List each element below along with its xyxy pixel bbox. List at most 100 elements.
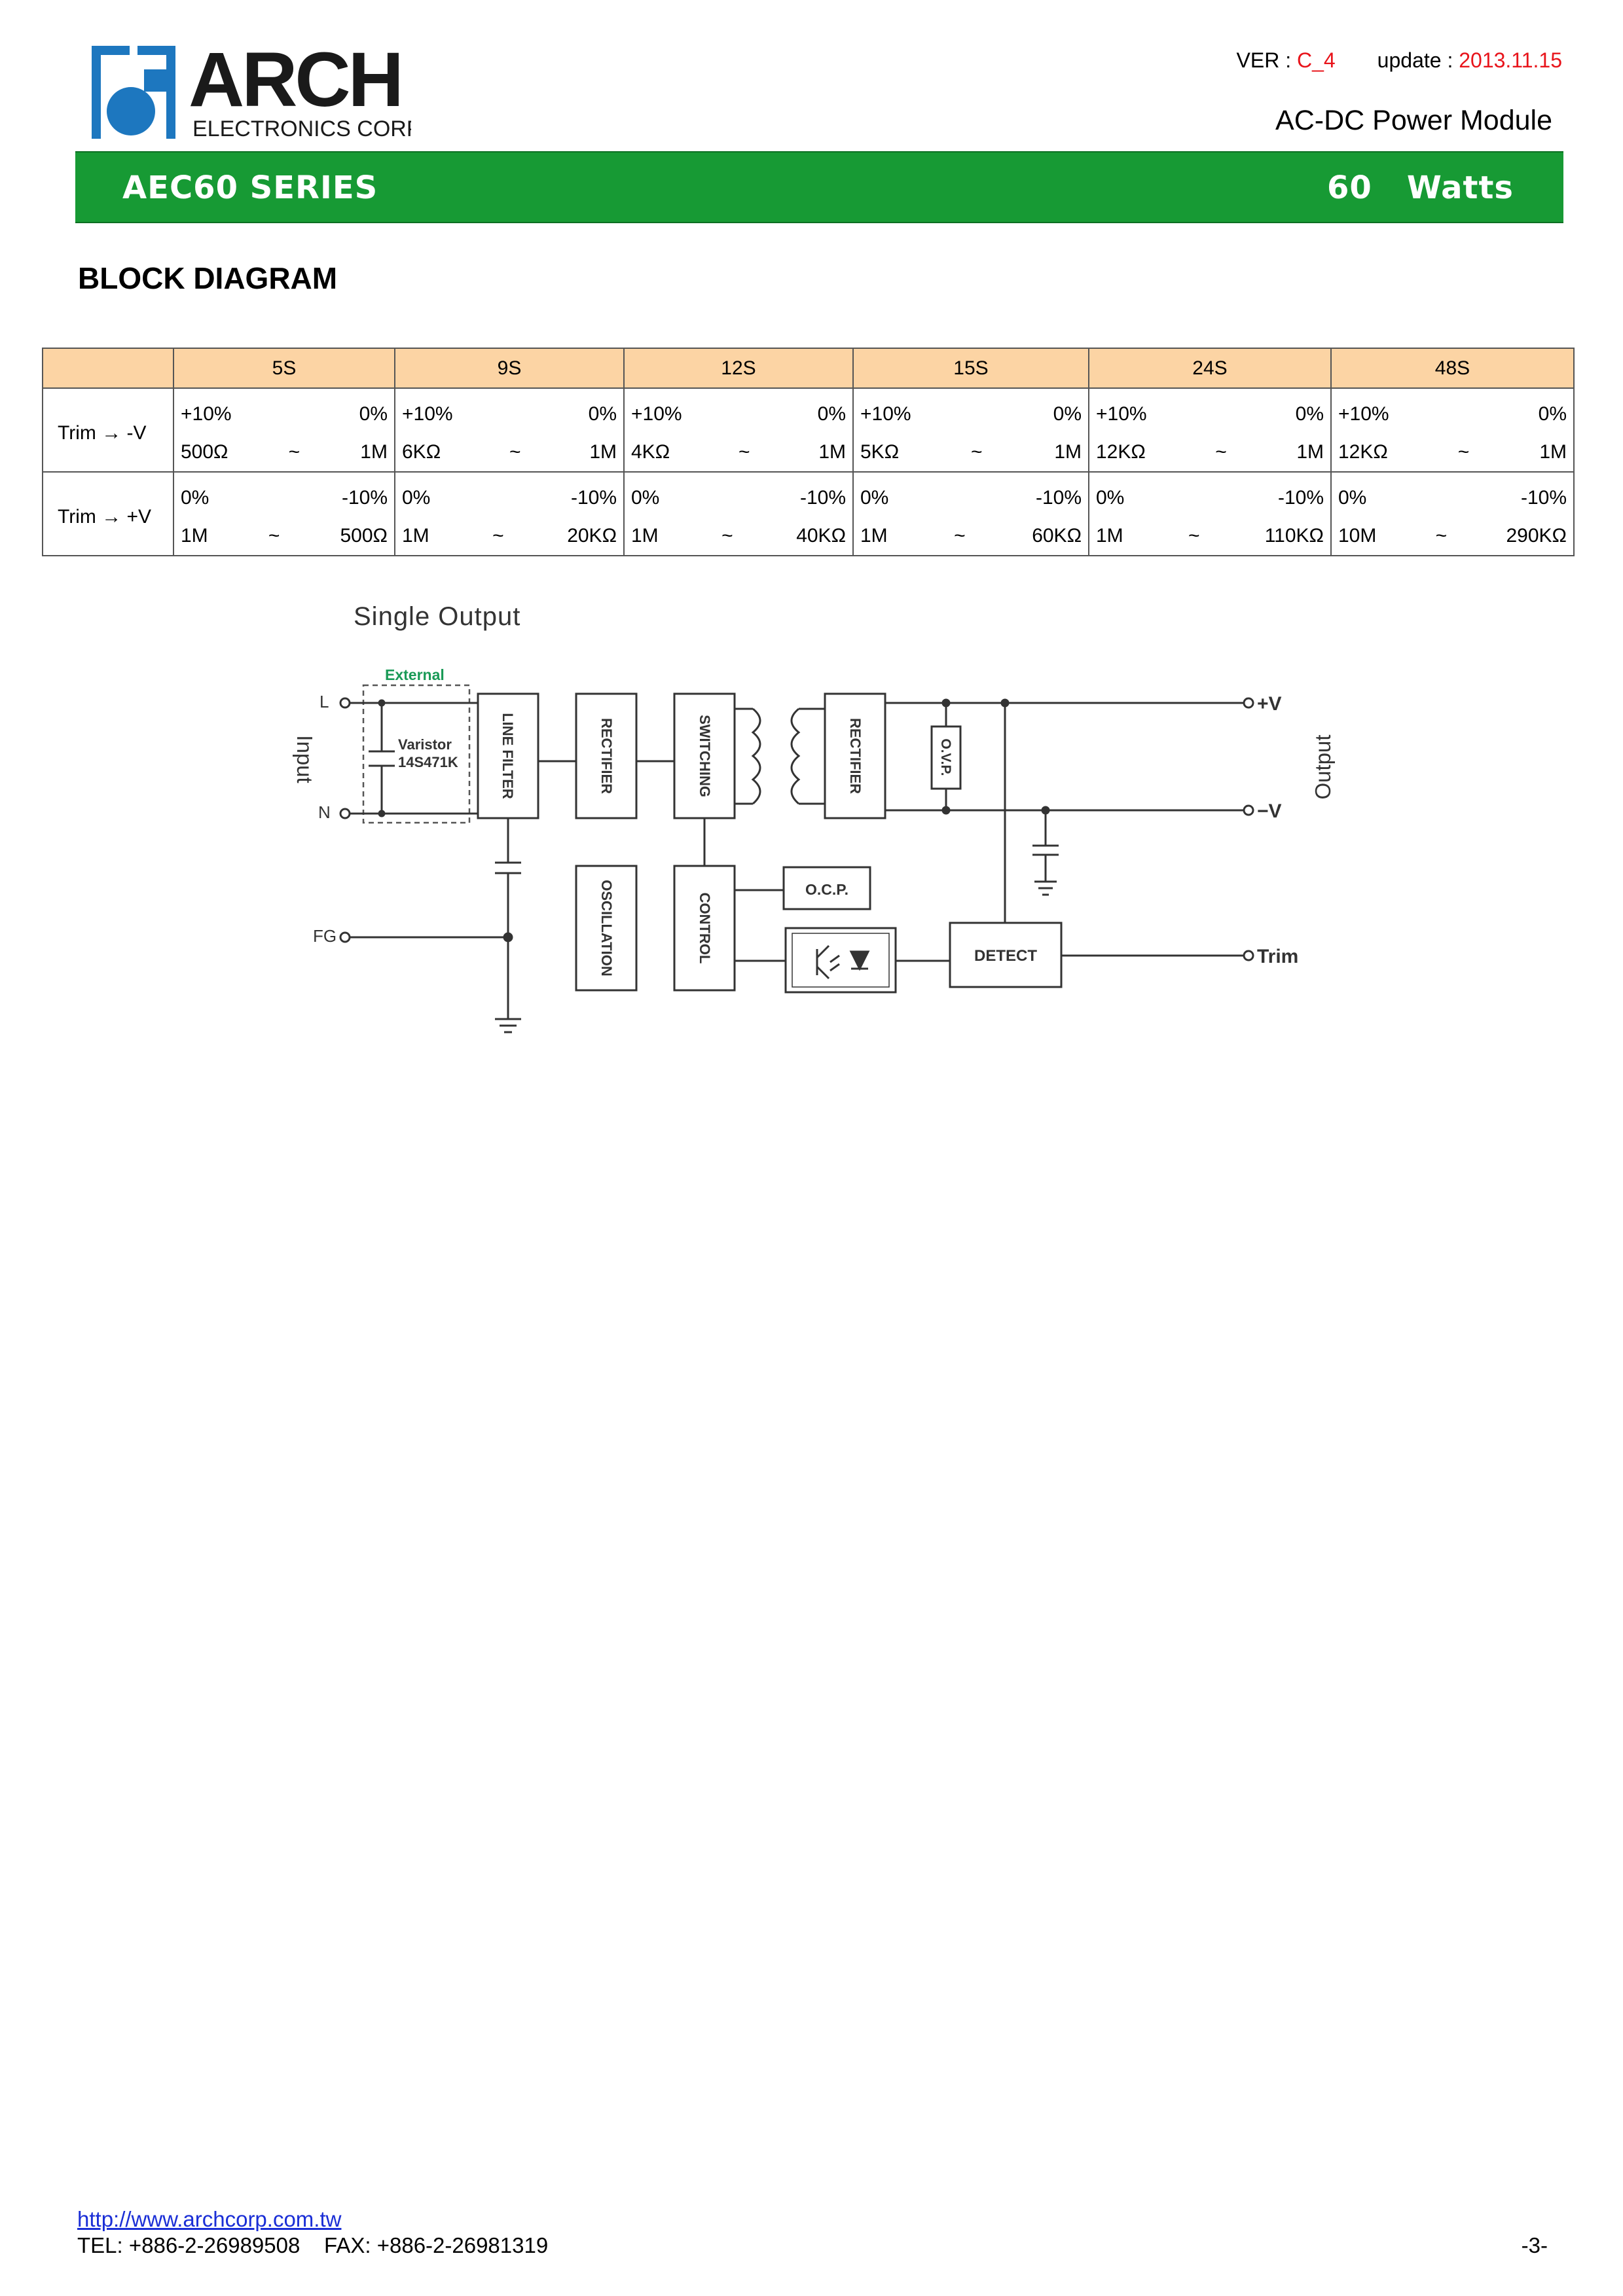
- column-header: 5S: [173, 348, 395, 389]
- trim-resistance-cell: 1M ~20KΩ: [394, 517, 625, 556]
- block-diagram: Single Output External L N FG Input Vari…: [293, 602, 1335, 1033]
- pin-fg-label: FG: [313, 926, 337, 946]
- resistance-start: 500Ω: [181, 441, 228, 463]
- trim-resistance-cell: 4KΩ~1M: [623, 433, 854, 473]
- output-label: Output: [1311, 734, 1335, 799]
- resistance-end: 1M: [1054, 441, 1082, 463]
- table-row: Trim → -V+10%0%+10%0%+10%0%+10%0%+10%0%+…: [42, 387, 1575, 473]
- percent-start: +10%: [402, 403, 453, 425]
- module-title: AC-DC Power Module: [1275, 105, 1552, 136]
- trim-percent-cell: 0%-10%: [623, 472, 854, 517]
- table-header-row: 5S 9S 12S 15S 24S 48S: [42, 348, 1575, 389]
- trim-percent-cell: 0% -10%: [173, 472, 395, 517]
- trim-table: 5S 9S 12S 15S 24S 48S Trim → -V +10% 0% +10…: [42, 348, 1575, 556]
- resistance-start: 1M: [860, 525, 888, 547]
- pin-neg-v: [1243, 804, 1254, 816]
- ver-value: C_4: [1296, 48, 1336, 72]
- resistance-end: 290KΩ: [1506, 525, 1567, 547]
- percent-start: 0%: [1338, 487, 1367, 509]
- row-label: Trim → -V: [42, 387, 174, 473]
- series-banner: AEC60 SERIES 60 Watts: [75, 151, 1563, 223]
- percent-end: 0%: [359, 403, 388, 425]
- percent-end: -10%: [341, 487, 388, 509]
- trim-percent-cell: +10%0%: [173, 388, 395, 433]
- rectifier-output-label: RECTIFIER: [847, 718, 864, 794]
- range-tilde: ~: [721, 525, 733, 547]
- percent-start: +10%: [1338, 403, 1389, 425]
- trim-resistance-cell: 1M~60KΩ: [852, 517, 1089, 556]
- trim-percent-cell: 0%-10%: [1330, 472, 1575, 517]
- logo-name: ARCH: [189, 41, 401, 123]
- resistance-end: 1M: [589, 441, 617, 463]
- section-title: BLOCK DIAGRAM: [78, 261, 338, 295]
- percent-start: 0%: [631, 487, 660, 509]
- resistance-end: 500Ω: [340, 525, 388, 547]
- range-tilde: ~: [738, 441, 750, 463]
- percent-start: 0%: [860, 487, 889, 509]
- switching-label: SWITCHING: [697, 715, 713, 797]
- header-label-cell: [42, 348, 174, 389]
- footer-url-link[interactable]: http://www.archcorp.com.tw: [77, 2207, 342, 2231]
- resistance-start: 1M: [402, 525, 429, 547]
- resistance-end: 40KΩ: [796, 525, 846, 547]
- resistance-start: 12KΩ: [1338, 441, 1388, 463]
- external-box: [362, 684, 471, 824]
- percent-start: +10%: [860, 403, 911, 425]
- resistance-end: 1M: [360, 441, 388, 463]
- trim-resistance-cell: 500Ω~1M: [173, 433, 395, 473]
- percent-end: -10%: [570, 487, 617, 509]
- percent-end: 0%: [588, 403, 617, 425]
- pin-l: [339, 697, 351, 709]
- range-tilde: ~: [268, 525, 280, 547]
- pin-n: [339, 808, 351, 819]
- range-tilde: ~: [492, 525, 504, 547]
- column-header: 12S: [623, 348, 854, 389]
- range-tilde: ~: [1435, 525, 1448, 547]
- percent-end: 0%: [817, 403, 846, 425]
- range-tilde: ~: [509, 441, 521, 463]
- range-tilde: ~: [1215, 441, 1227, 463]
- resistance-end: 110KΩ: [1264, 525, 1324, 547]
- footer-contact: TEL: +886-2-26989508 FAX: +886-2-2698131…: [77, 2233, 549, 2257]
- control-block: [673, 865, 736, 992]
- external-label: External: [385, 666, 445, 683]
- pin-fg: [339, 931, 351, 943]
- rectifier-output-block: [824, 692, 886, 819]
- out-trim-label: Trim: [1257, 946, 1298, 967]
- diagram-title: Single Output: [354, 602, 520, 631]
- series-watts: 60 Watts: [1326, 170, 1514, 206]
- pin-pos-v: [1243, 697, 1254, 709]
- resistance-start: 12KΩ: [1096, 441, 1146, 463]
- percent-end: -10%: [1035, 487, 1082, 509]
- trim-percent-cell: 0%-10%: [1088, 472, 1332, 517]
- trim-percent-cell: +10%0%: [852, 388, 1089, 433]
- resistance-start: 5KΩ: [860, 441, 900, 463]
- arch-logo: ARCH ELECTRONICS CORP.: [92, 41, 411, 141]
- resistance-end: 1M: [818, 441, 846, 463]
- trim-resistance-cell: 12KΩ~1M: [1330, 433, 1575, 473]
- control-label: CONTROL: [697, 893, 713, 964]
- trim-percent-cell: +10%0%: [1088, 388, 1332, 433]
- column-header: 24S: [1088, 348, 1332, 389]
- percent-start: +10%: [631, 403, 682, 425]
- resistance-start: 10M: [1338, 525, 1377, 547]
- input-label: Input: [293, 735, 317, 783]
- percent-end: 0%: [1538, 403, 1567, 425]
- resistance-end: 60KΩ: [1032, 525, 1082, 547]
- rectifier-input-label: RECTIFIER: [598, 718, 615, 794]
- resistance-end: 20KΩ: [567, 525, 617, 547]
- pin-trim: [1243, 950, 1254, 961]
- update-label: update :: [1377, 48, 1459, 72]
- percent-start: 0%: [1096, 487, 1125, 509]
- varistor-part: 14S471K: [398, 754, 458, 770]
- percent-end: 0%: [1295, 403, 1324, 425]
- percent-start: 0%: [402, 487, 431, 509]
- trim-percent-cell: +10% 0%: [1330, 388, 1575, 433]
- out-neg-label: −V: [1257, 800, 1282, 822]
- detect-label: DETECT: [974, 947, 1037, 965]
- line-filter-label: LINE FILTER: [500, 713, 516, 799]
- ocp-block: [782, 866, 871, 910]
- percent-start: 0%: [181, 487, 210, 509]
